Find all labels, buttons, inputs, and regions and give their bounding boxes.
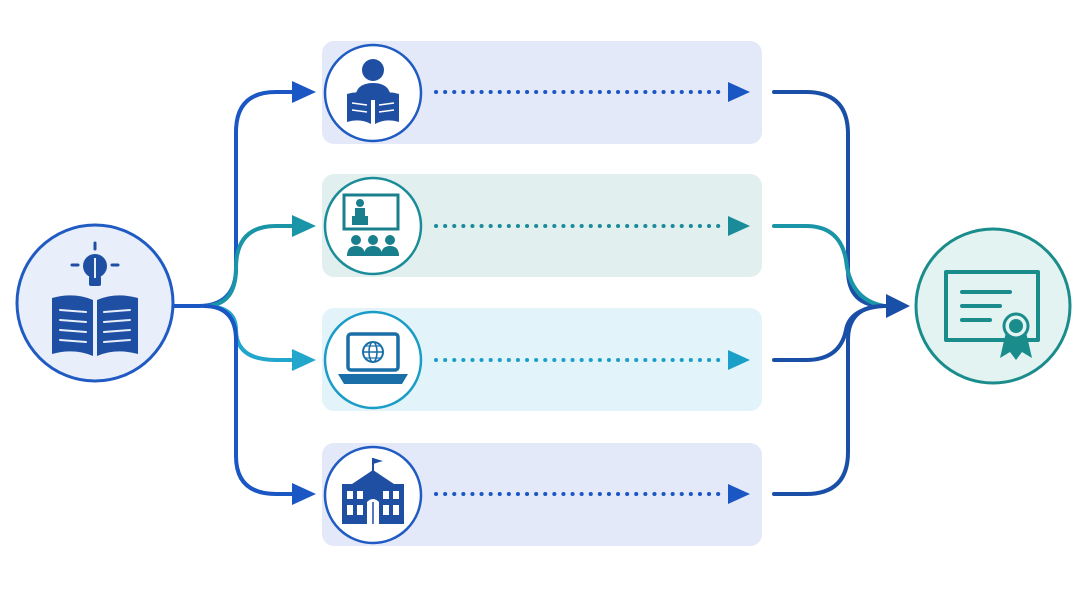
branch-arrowheads: [292, 81, 316, 505]
arrowhead-4: [292, 483, 316, 505]
merge-arrowhead: [886, 294, 910, 318]
dotted-arrowhead-3: [728, 350, 750, 370]
track-node-1: [323, 43, 423, 143]
track-band-4: [322, 443, 762, 546]
target-node: [914, 227, 1072, 385]
dotted-arrowhead-1: [728, 82, 750, 102]
branch-connectors: [170, 90, 298, 496]
arrowhead-2: [292, 215, 316, 237]
dotted-arrows: [434, 90, 724, 496]
reading-person-icon: [347, 59, 399, 124]
track-node-4: [323, 445, 423, 545]
track-node-3: [323, 310, 423, 410]
track-band-3: [322, 308, 762, 411]
online-laptop-globe-icon: [338, 332, 408, 384]
dotted-arrowhead-4: [728, 484, 750, 504]
track-band-1: [322, 41, 762, 144]
arrowhead-3: [292, 349, 316, 371]
classroom-lecture-icon: [342, 193, 400, 256]
track-node-2: [323, 176, 423, 276]
source-node: [15, 223, 175, 383]
certificate-icon: [944, 270, 1040, 360]
track-band-2: [322, 174, 762, 277]
school-building-icon: [342, 458, 404, 524]
arrowhead-1: [292, 81, 316, 103]
merge-connectors: [772, 90, 892, 496]
book-lightbulb-icon: [52, 241, 138, 356]
dotted-arrowhead-2: [728, 216, 750, 236]
